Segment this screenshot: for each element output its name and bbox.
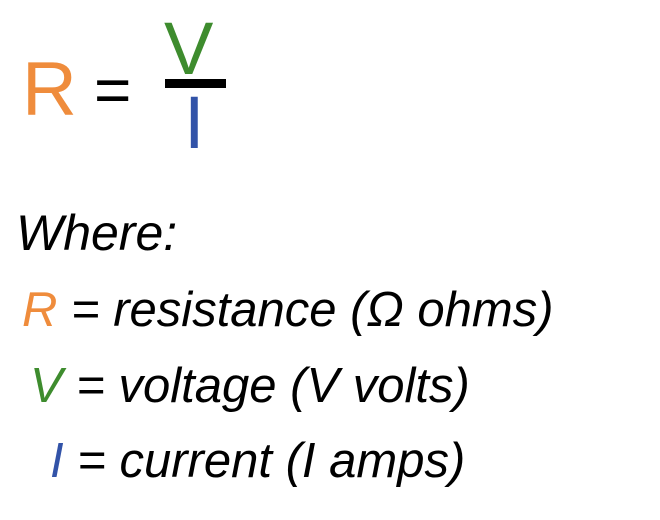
formula-resistance-symbol: R	[22, 47, 77, 132]
formula-equals-sign: =	[94, 54, 132, 126]
legend-symbol-voltage: V	[30, 359, 63, 413]
legend-item-current: I = current (I amps)	[50, 437, 465, 486]
legend-symbol-current: I	[50, 434, 64, 488]
legend-item-resistance: R = resistance (Ω ohms)	[22, 286, 554, 335]
legend-text-voltage: = voltage (V volts)	[62, 359, 470, 413]
formula-current-denominator: I	[184, 81, 205, 164]
legend-heading: Where:	[16, 205, 178, 261]
legend-item-voltage: V = voltage (V volts)	[30, 362, 470, 411]
formula-voltage-numerator: V	[164, 7, 214, 90]
legend-text-resistance: = resistance (Ω ohms)	[57, 283, 554, 337]
ohms-law-formula: R = V I	[0, 0, 660, 170]
legend-text-current: = current (I amps)	[63, 434, 466, 488]
legend-symbol-resistance: R	[22, 283, 58, 337]
fraction-bar	[165, 79, 226, 88]
